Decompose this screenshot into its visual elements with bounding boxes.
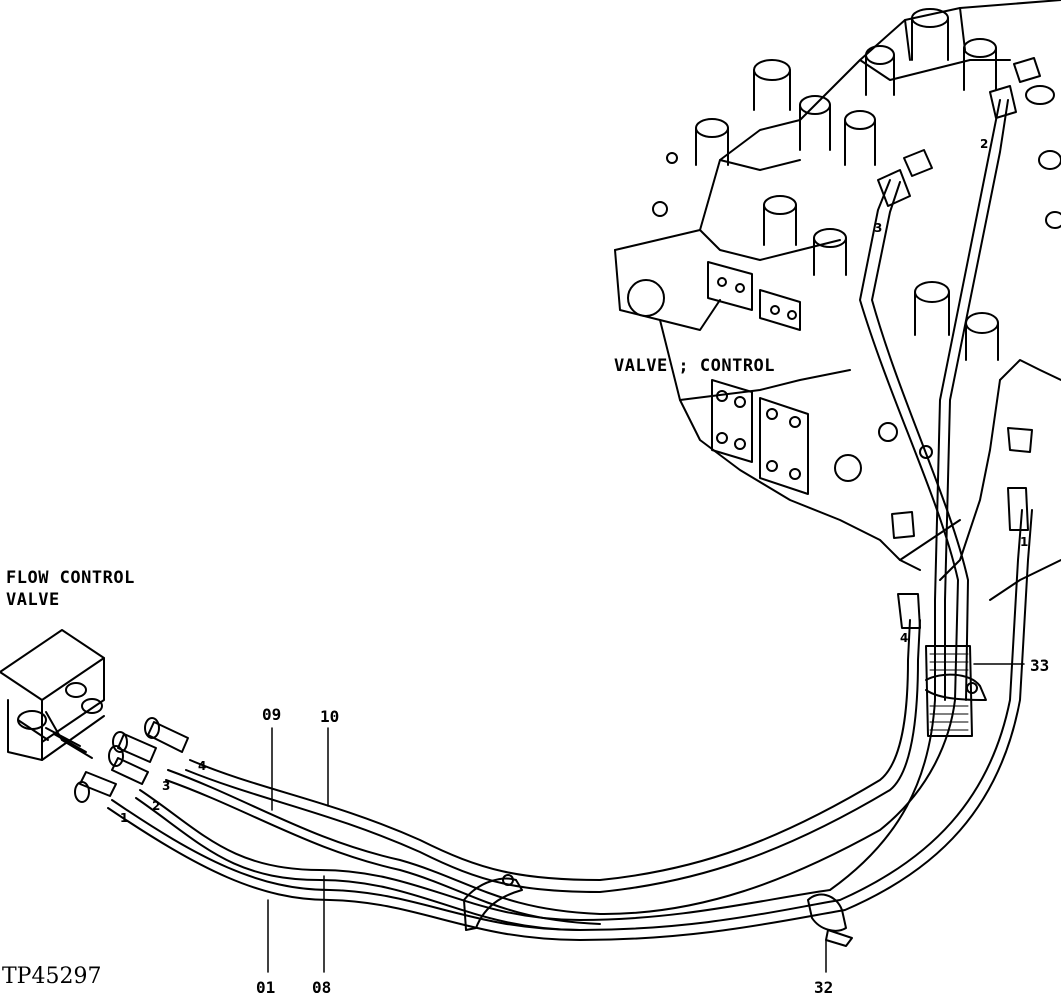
control-valve-pilot-blocks [707,261,809,495]
control-valve-spools [627,8,1061,482]
callout-10: 10 [320,707,340,726]
port-number-2-left: 2 [152,799,160,813]
callout-09: 09 [262,705,282,724]
port-number-3-right: 3 [874,221,882,235]
port-number-1-right: 1 [1020,535,1028,549]
flow-control-valve-body [0,629,105,761]
control-valve-label: VALVE ; CONTROL [614,356,776,376]
port-number-4-left: 4 [198,759,206,773]
clamp-32 [807,893,853,947]
hose-band-clamp [463,874,523,931]
figure-id: TP45297 [2,964,102,989]
port-number-3-left: 3 [162,779,170,793]
flow-control-label-line1: FLOW CONTROL [6,568,135,588]
port-number-4-right: 4 [900,631,908,645]
callout-08: 08 [312,978,332,997]
callout-32: 32 [814,978,834,997]
flow-control-fittings [74,717,189,803]
port-number-2-right: 2 [980,137,988,151]
flow-control-label-line2: VALVE [6,590,60,610]
callout-33: 33 [1030,656,1050,675]
port-number-1-left: 1 [120,811,128,825]
clamp-33-texture [929,653,969,731]
control-valve-fittings [877,57,1041,629]
callout-leaders [267,663,1025,973]
clamp-33-sleeve [925,645,987,737]
callout-01: 01 [256,978,276,997]
hoses [107,99,1033,941]
